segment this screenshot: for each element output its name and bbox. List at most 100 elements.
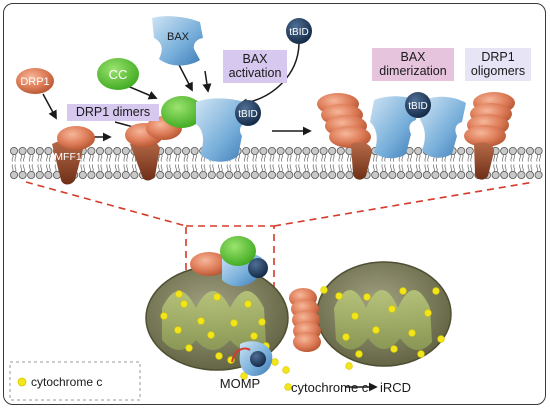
lipid-tail: [329, 154, 332, 162]
lipid-head: [164, 146, 173, 155]
cytochrome-c-dot: [355, 350, 363, 358]
lipid-tail: [169, 154, 172, 162]
lipid-tail: [372, 164, 375, 172]
lipid-head: [439, 170, 448, 179]
arrow-drp1-to-mff1: [42, 93, 57, 120]
lipid-tail: [48, 154, 51, 162]
lipid-tail: [493, 164, 496, 172]
lipid-tail: [433, 164, 435, 172]
lipid-tail: [341, 164, 344, 172]
lipid-tail: [243, 164, 246, 172]
lipid-head: [500, 146, 509, 155]
lipid-tail: [126, 164, 129, 172]
lipid-head: [319, 146, 328, 155]
lipid-tail: [513, 154, 516, 162]
lipid-tail: [160, 164, 163, 172]
lipid-tail: [238, 164, 240, 172]
lipid-head: [181, 146, 190, 155]
cytochrome-c-label: cytochrome c: [291, 380, 369, 395]
lipid-tail: [407, 164, 410, 172]
lipid-head: [10, 170, 18, 179]
lipid-head: [336, 146, 345, 155]
lipid-head: [199, 170, 208, 179]
lipid-tail: [470, 154, 473, 162]
bax-activation-line2: activation: [228, 66, 282, 80]
drp1-oligomers-tag: DRP1 oligomers: [465, 48, 531, 81]
lipid-head: [224, 170, 233, 179]
lipid-head: [457, 146, 466, 155]
lipid-tail: [89, 164, 91, 172]
lipid-head: [422, 170, 431, 179]
lipid-tail: [390, 164, 392, 172]
lipid-tail: [37, 164, 40, 172]
lipid-head: [104, 170, 113, 179]
lipid-head: [319, 170, 328, 179]
lipid-tail: [341, 154, 344, 162]
lipid-head: [250, 170, 259, 179]
drp1-dimers-tag: DRP1 dimers: [67, 104, 159, 121]
lipid-tail: [46, 154, 48, 162]
lipid-head: [276, 146, 285, 155]
lipid-tail: [321, 164, 324, 172]
lipid-tail: [338, 164, 341, 172]
lipid-tail: [427, 164, 430, 172]
cytochrome-c-dot: [437, 335, 445, 343]
lipid-tail: [324, 164, 326, 172]
lipid-tail: [530, 154, 533, 162]
lipid-tail: [510, 164, 513, 172]
momp-pore: [231, 341, 273, 376]
cytochrome-c-dot: [197, 317, 205, 325]
lipid-tail: [200, 164, 203, 172]
lipid-tail: [106, 154, 109, 162]
lipid-tail: [220, 164, 223, 172]
cc-label: CC: [109, 67, 128, 82]
lipid-head: [44, 146, 53, 155]
lipid-tail: [175, 164, 177, 172]
lipid-tail: [321, 154, 324, 162]
cytochrome-c-dot: [363, 293, 371, 301]
cytochrome-c-dot: [335, 292, 343, 300]
lipid-head: [285, 170, 294, 179]
bax-dimerization-tag: BAX dimerization: [372, 48, 454, 81]
lipid-tail: [470, 164, 473, 172]
lipid-tail: [295, 154, 298, 162]
lipid-tail: [89, 154, 91, 162]
cc-molecule: CC: [97, 58, 139, 90]
lipid-head: [78, 170, 87, 179]
lipid-tail: [117, 154, 120, 162]
bax-dimerization-line1: BAX: [400, 50, 426, 64]
cytochrome-c-dot: [388, 305, 396, 313]
lipid-tail: [97, 154, 100, 162]
cytochrome-c-dot: [320, 286, 328, 294]
lipid-tail: [415, 164, 418, 172]
lipid-tail: [315, 154, 318, 162]
lipid-tail: [177, 154, 180, 162]
lipid-tail: [496, 164, 498, 172]
lipid-head: [388, 170, 397, 179]
lipid-tail: [166, 154, 169, 162]
lipid-tail: [192, 164, 195, 172]
lipid-tail: [195, 154, 197, 162]
lipid-head: [336, 170, 345, 179]
cytochrome-c-dot: [271, 358, 279, 366]
lipid-tail: [384, 164, 387, 172]
lipid-tail: [235, 164, 238, 172]
lipid-tail: [20, 164, 23, 172]
lipid-tail: [501, 164, 504, 172]
lipid-tail: [312, 164, 315, 172]
lipid-tail: [493, 154, 496, 162]
cytochrome-c-dot: [244, 300, 252, 308]
legend: cytochrome c: [9, 361, 141, 401]
drp1-dimer-complex: tBID: [125, 96, 261, 181]
lipid-tail: [349, 164, 352, 172]
mitochondrion-right: [316, 261, 452, 367]
momp-label: MOMP: [220, 376, 260, 391]
lipid-head: [216, 170, 225, 179]
cytochrome-c-dot: [250, 332, 258, 340]
lipid-tail: [83, 164, 86, 172]
lipid-tail: [450, 154, 453, 162]
lipid-tail: [410, 164, 412, 172]
lipid-tail: [441, 164, 444, 172]
lipid-tail: [54, 164, 57, 172]
lipid-tail: [375, 154, 378, 162]
